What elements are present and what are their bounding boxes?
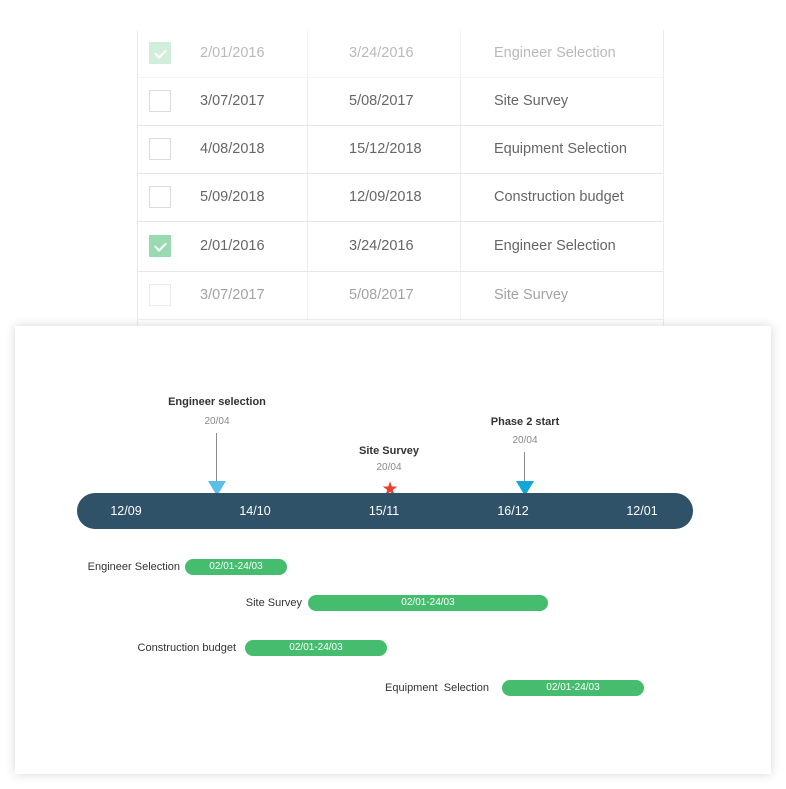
timeline-track[interactable]: 12/09 14/10 15/11 16/12 12/01 — [77, 493, 693, 529]
column-divider — [307, 30, 308, 77]
milestone-title: Phase 2 start — [490, 416, 560, 428]
start-date-cell: 4/08/2018 — [200, 141, 265, 157]
end-date-cell: 3/24/2016 — [349, 45, 414, 61]
row-checkbox[interactable] — [149, 138, 171, 160]
task-name-cell: Site Survey — [494, 287, 569, 303]
end-date-cell: 5/08/2017 — [349, 93, 414, 109]
column-divider — [307, 222, 308, 271]
task-name-cell: Equipment Selection — [494, 141, 627, 157]
row-checkbox[interactable] — [149, 90, 171, 112]
task-name-cell: Engineer Selection — [494, 45, 616, 61]
task-label: Engineer Selection — [87, 561, 180, 573]
start-date-cell: 3/07/2017 — [200, 287, 265, 303]
task-bar[interactable]: 02/01-24/03 — [245, 640, 387, 656]
column-divider — [307, 174, 308, 221]
timeline-card: Engineer selection 20/04 Site Survey 20/… — [15, 326, 771, 774]
task-bar[interactable]: 02/01-24/03 — [308, 595, 548, 611]
table-row[interactable]: 5/09/2018 12/09/2018 Construction budget — [138, 174, 663, 222]
task-name-cell: Construction budget — [494, 189, 624, 205]
column-divider — [307, 272, 308, 319]
timeline-tick-label: 16/12 — [497, 504, 529, 518]
column-divider — [460, 126, 461, 173]
timeline-tick-label: 15/11 — [368, 504, 400, 518]
start-date-cell: 2/01/2016 — [200, 238, 265, 254]
milestone-date: 20/04 — [512, 435, 538, 446]
table-row[interactable]: 3/07/2017 5/08/2017 Site Survey — [138, 78, 663, 126]
milestone-stem — [524, 452, 525, 481]
timeline-tick-label: 14/10 — [239, 504, 271, 518]
task-name-cell: Site Survey — [494, 93, 569, 109]
task-label: Construction budget — [137, 642, 236, 654]
task-label: Site Survey — [245, 597, 302, 609]
column-divider — [460, 174, 461, 221]
row-checkbox[interactable] — [149, 186, 171, 208]
milestone-date: 20/04 — [376, 462, 402, 473]
task-bar[interactable]: 02/01-24/03 — [185, 559, 287, 575]
table-row[interactable]: 4/08/2018 15/12/2018 Equipment Selection — [138, 126, 663, 174]
row-checkbox[interactable] — [149, 284, 171, 306]
row-checkbox[interactable] — [149, 235, 171, 257]
task-name-cell: Engineer Selection — [494, 238, 616, 254]
end-date-cell: 3/24/2016 — [349, 238, 414, 254]
milestone-title: Engineer selection — [168, 396, 266, 408]
column-divider — [460, 222, 461, 271]
triangle-down-icon[interactable] — [516, 481, 534, 496]
milestone-stem — [216, 433, 217, 481]
timeline-tick-label: 12/09 — [110, 504, 142, 518]
task-bar[interactable]: 02/01-24/03 — [502, 680, 644, 696]
milestone-title: Site Survey — [359, 445, 419, 457]
row-checkbox[interactable] — [149, 42, 171, 64]
task-label: Equipment Selection — [385, 682, 489, 694]
table-row[interactable]: 2/01/2016 3/24/2016 Engineer Selection — [138, 30, 663, 78]
end-date-cell: 5/08/2017 — [349, 287, 414, 303]
start-date-cell: 3/07/2017 — [200, 93, 265, 109]
timeline-tick-label: 12/01 — [626, 504, 658, 518]
column-divider — [460, 78, 461, 125]
milestone-date: 20/04 — [204, 416, 230, 427]
table-row[interactable]: 2/01/2016 3/24/2016 Engineer Selection — [138, 222, 663, 272]
table-row[interactable]: 3/07/2017 5/08/2017 Site Survey — [138, 272, 663, 320]
column-divider — [460, 272, 461, 319]
end-date-cell: 15/12/2018 — [349, 141, 422, 157]
triangle-down-icon[interactable] — [208, 481, 226, 496]
task-table: 2/01/2016 3/24/2016 Engineer Selection 3… — [137, 30, 664, 326]
start-date-cell: 2/01/2016 — [200, 45, 265, 61]
end-date-cell: 12/09/2018 — [349, 189, 422, 205]
start-date-cell: 5/09/2018 — [200, 189, 265, 205]
column-divider — [307, 78, 308, 125]
column-divider — [307, 126, 308, 173]
column-divider — [460, 30, 461, 77]
